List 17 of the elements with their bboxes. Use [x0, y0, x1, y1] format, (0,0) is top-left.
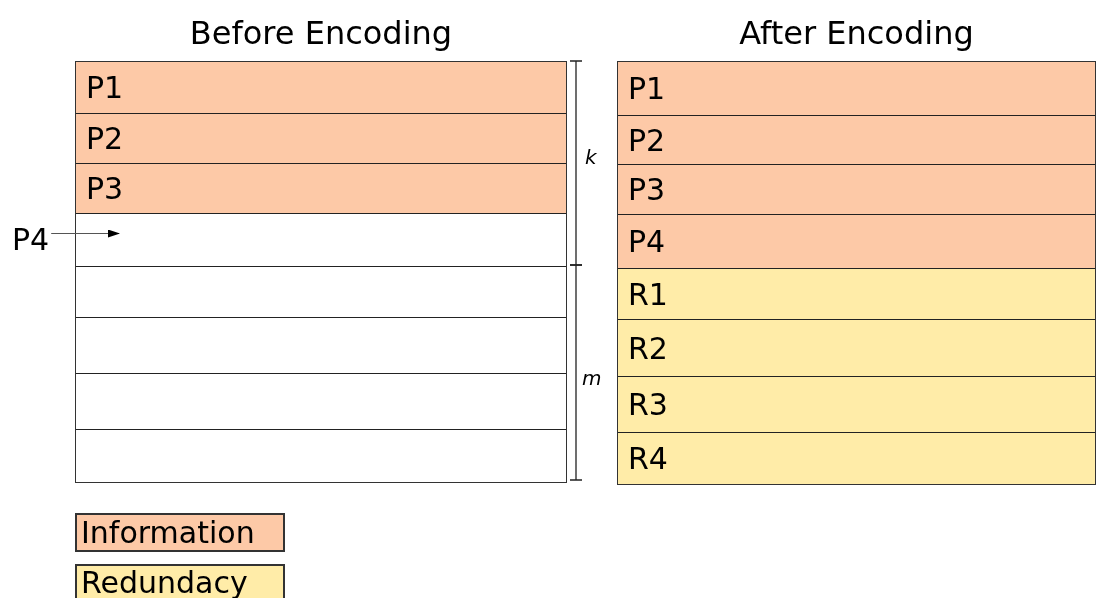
table-row: R4 [618, 432, 1095, 484]
table-row: P4 [618, 214, 1095, 268]
arrow [50, 229, 120, 238]
table-row: P1 [76, 62, 566, 113]
table-row: P2 [618, 115, 1095, 164]
table-row: P1 [618, 62, 1095, 115]
table-row: P3 [618, 164, 1095, 214]
column-heading: After Encoding [738, 14, 975, 52]
legend-label: Information [81, 515, 255, 550]
table-row: R2 [618, 319, 1095, 376]
legend-label: Redundacy [81, 564, 248, 598]
table-row: P3 [76, 163, 566, 213]
column-heading: Before Encoding [188, 14, 454, 52]
table-row: R1 [618, 268, 1095, 319]
table-row: R3 [618, 376, 1095, 432]
table-row: P2 [76, 113, 566, 163]
row-label: P4 [12, 222, 50, 257]
